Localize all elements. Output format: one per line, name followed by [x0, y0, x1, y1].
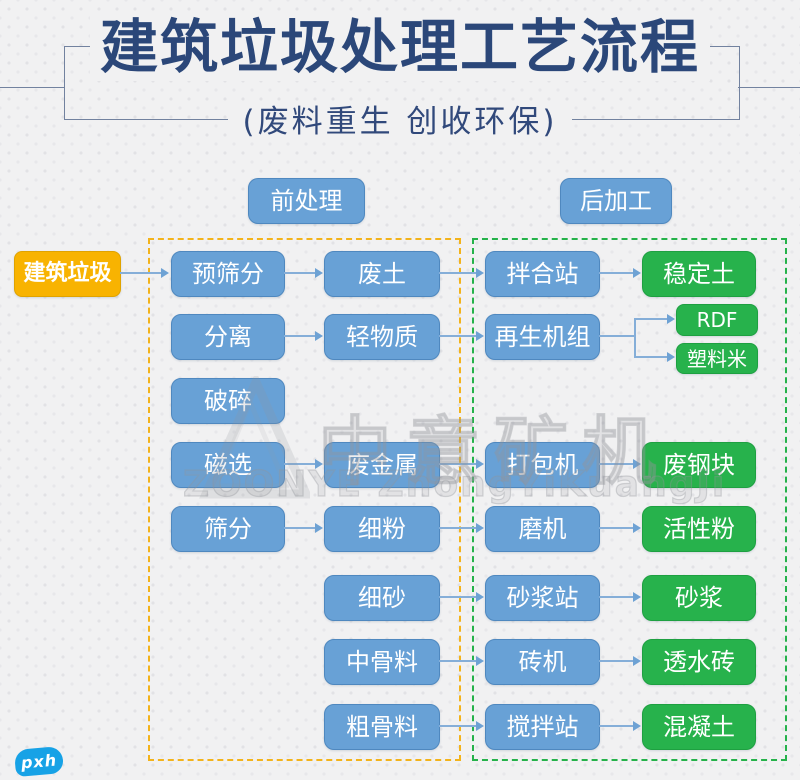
node-text: 塑料米 [687, 346, 747, 371]
flow-arrow [284, 523, 323, 533]
section-label-pre-processing: 前处理 [248, 178, 365, 224]
node-text: 搅拌站 [506, 713, 579, 741]
section-label-post-processing: 后加工 [560, 178, 672, 224]
node-text: 废钢块 [663, 451, 735, 479]
node-text: 分离 [204, 323, 252, 351]
header-right-tick-line [738, 87, 800, 88]
flow-arrow [120, 268, 169, 278]
node-text: 砂浆站 [506, 584, 579, 612]
flow-arrow [636, 314, 675, 324]
node-magnetic-selection: 磁选 [171, 442, 285, 488]
node-baler: 打包机 [485, 442, 600, 488]
node-medium-aggregate: 中骨料 [324, 639, 440, 685]
node-text: 拌合站 [506, 260, 579, 288]
node-mortar-station: 砂浆站 [485, 575, 600, 621]
node-text: 废土 [358, 260, 406, 288]
node-plastic-pellets: 塑料米 [676, 343, 758, 374]
flow-arrow [439, 459, 484, 469]
flow-arrow [284, 268, 323, 278]
node-construction-waste: 建筑垃圾 [14, 251, 121, 297]
pxh-badge: pxh [13, 745, 65, 778]
node-mixing-station: 拌合站 [485, 251, 600, 297]
node-active-powder: 活性粉 [642, 506, 756, 552]
flow-arrow [439, 331, 484, 341]
node-pre-screening: 预筛分 [171, 251, 285, 297]
node-text: 稳定土 [663, 260, 735, 288]
node-text: 砖机 [518, 648, 567, 676]
node-rdf: RDF [676, 304, 758, 336]
flow-arrow [439, 523, 484, 533]
node-text: 废金属 [346, 451, 418, 479]
node-fine-sand: 细砂 [324, 575, 440, 621]
node-mortar: 砂浆 [642, 575, 756, 621]
pxh-badge-text: pxh [20, 750, 58, 773]
node-permeable-brick: 透水砖 [642, 639, 756, 685]
node-regeneration-unit: 再生机组 [485, 314, 600, 360]
node-grinding-mill: 磨机 [485, 506, 600, 552]
node-text: 活性粉 [663, 515, 735, 543]
flow-arrow [439, 268, 484, 278]
node-text: 筛分 [204, 515, 252, 543]
page-title: 建筑垃圾处理工艺流程 [0, 14, 800, 81]
flow-connector [599, 335, 636, 337]
node-screening: 筛分 [171, 506, 285, 552]
header-left-tick-line [0, 87, 64, 88]
node-concrete: 混凝土 [642, 704, 756, 750]
node-text: 打包机 [506, 451, 579, 479]
node-text: 破碎 [204, 387, 252, 415]
node-waste-soil: 废土 [324, 251, 440, 297]
node-text: 再生机组 [494, 323, 591, 351]
node-coarse-aggregate: 粗骨料 [324, 704, 440, 750]
node-text: 轻物质 [346, 323, 418, 351]
node-text: 磨机 [518, 515, 567, 543]
node-fine-powder: 细粉 [324, 506, 440, 552]
flow-arrow [599, 268, 641, 278]
node-text: RDF [696, 308, 738, 332]
node-scrap-metal: 废金属 [324, 442, 440, 488]
node-stabilized-soil: 稳定土 [642, 251, 756, 297]
node-separation: 分离 [171, 314, 285, 360]
pre-processing-region [148, 238, 461, 761]
node-text: 混凝土 [663, 713, 735, 741]
node-scrap-steel-block: 废钢块 [642, 442, 756, 488]
node-brick-machine: 砖机 [485, 639, 600, 685]
node-text: 透水砖 [663, 648, 735, 676]
flow-arrow [636, 352, 675, 362]
node-text: 粗骨料 [346, 713, 418, 741]
flow-connector [634, 318, 636, 358]
flow-arrow [599, 721, 641, 731]
node-text: 预筛分 [192, 260, 264, 288]
flow-arrow [439, 656, 484, 666]
node-text: 磁选 [204, 451, 252, 479]
node-light-material: 轻物质 [324, 314, 440, 360]
node-concrete-mixing-station: 搅拌站 [485, 704, 600, 750]
page-subtitle-text: (废料重生 创收环保) [228, 102, 572, 143]
node-text: 中骨料 [346, 648, 418, 676]
node-text: 砂浆 [675, 584, 723, 612]
flow-arrow [284, 459, 323, 469]
flow-arrow [439, 592, 484, 602]
flow-arrow [599, 459, 641, 469]
construction-waste-text: 建筑垃圾 [23, 261, 112, 286]
flow-arrow [439, 721, 484, 731]
flow-arrow [284, 331, 323, 341]
node-text: 细粉 [358, 515, 406, 543]
page-subtitle: (废料重生 创收环保) [0, 102, 800, 143]
post-processing-region [472, 238, 787, 761]
pre-processing-text: 前处理 [270, 187, 343, 215]
flow-arrow [599, 656, 641, 666]
node-crushing: 破碎 [171, 378, 285, 424]
node-text: 细砂 [358, 584, 406, 612]
flow-arrow [599, 523, 641, 533]
post-processing-text: 后加工 [580, 187, 652, 215]
flow-arrow [599, 592, 641, 602]
page-title-text: 建筑垃圾处理工艺流程 [89, 14, 710, 81]
